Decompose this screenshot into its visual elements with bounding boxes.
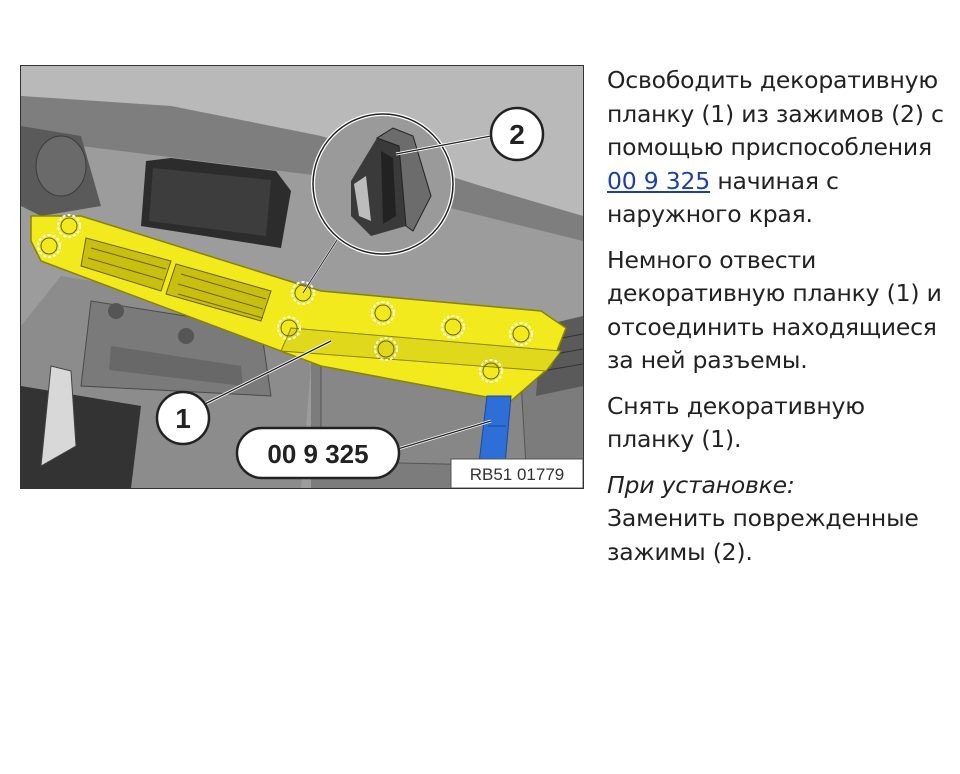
illustration-svg: 2 1 00 9 325 RB51 01779 [21,66,583,488]
installation-note-text: Заменить поврежденные зажимы (2). [607,504,919,566]
tool-label-text: 00 9 325 [267,439,368,469]
knob-left [108,303,124,319]
dashboard-trim-illustration: 2 1 00 9 325 RB51 01779 [20,65,584,489]
clip-markers [37,214,533,383]
ref-code-box [450,458,583,488]
tool-label-pill [235,426,401,480]
step-release-trim: Освободить декоративную планку (1) из за… [607,66,944,228]
installation-note: При установке: Заменить поврежденные зажи… [607,469,957,570]
tool-link[interactable]: 00 9 325 [607,166,711,195]
callout-2-label: 2 [509,119,525,150]
instruction-text: Освободить декоративную планку (1) из за… [607,64,957,581]
callout-1-label: 1 [175,403,191,434]
callout-2-circle [489,106,545,162]
ref-code-text: RB51 01779 [470,465,565,484]
installation-note-label: При установке: [607,470,795,499]
callout-1-circle [155,390,211,446]
step-remove-trim: Снять декоративную планку (1). [607,391,865,454]
step-disconnect-connectors: Немного отвести декоративную планку (1) … [607,245,942,375]
knob-right [178,328,194,344]
